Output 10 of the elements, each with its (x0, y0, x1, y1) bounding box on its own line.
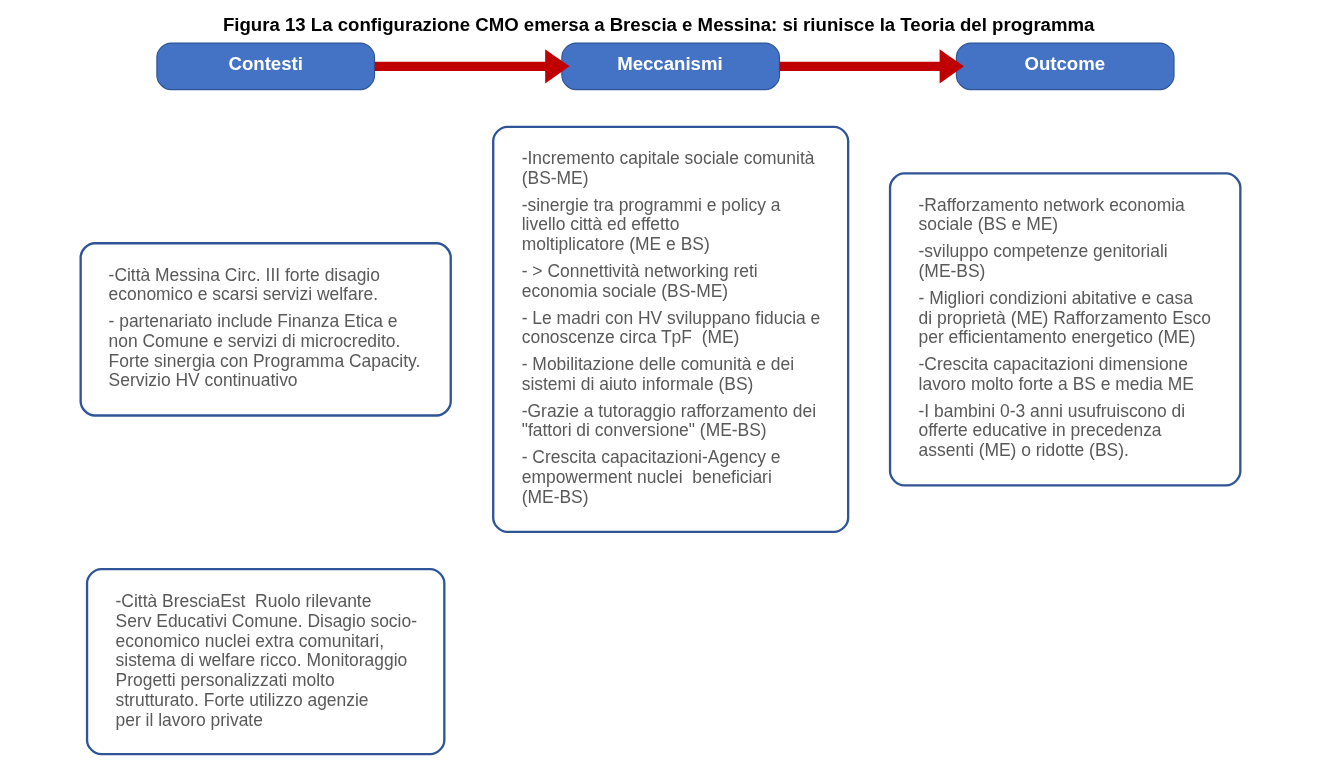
diagram-title: Figura 13 La configurazione CMO emersa a Brescia e Messina: si riunisce la Teoria del programma (222, 14, 1094, 36)
arrow (779, 49, 964, 84)
node-box: -Incremento capitale sociale comunità (BS-ME) -sinergie tra programmi e policy a livello città ed effetto moltiplicatore (ME e BS) - > Connettività networking reti economia sociale (BS-ME) - Le madri con HV sviluppano fiducia e conoscenze circa TpF (ME) - Mobilitazione delle comunità e dei sistemi di aiuto informale (BS) -Grazie a tutoraggio rafforzamento dei "fattori di conversione" (ME-BS) - Crescita capacitazioni-Agency e empowerment nuclei beneficiari (ME-BS) (491, 125, 849, 534)
node-box: Contesti (155, 42, 375, 91)
node-box: -Rafforzamento network economia sociale (BS e ME) -sviluppo competenze genitoriali (ME-BS) - Migliori condizioni abitative e casa di proprietà (ME) Rafforzamento Esco per efficientamento energetico (ME) -Crescita capacitazioni dimensione lavoro molto forte a BS e media ME -I bambini 0-3 anni usufruiscono di offerte educative in precedenza assenti (ME) o ridotte (BS). (888, 172, 1241, 487)
node-box: Meccanismi (560, 42, 780, 91)
node-box: -Città BresciaEst Ruolo rilevante Serv Educativi Comune. Disagio socio- economico nuclei extra comunitari, sistema di welfare ricco. Monitoraggio Progetti personalizzati molto strutturato. Forte utilizzo agenzie per il lavoro private (85, 567, 445, 756)
node-box: -Città Messina Circ. III forte disagio economico e scarsi servizi welfare. - partenariato include Finanza Etica e non Comune e servizi di microcredito. Forte sinergia con Programma Capacity. Servizio HV continuativo (79, 242, 452, 417)
arrow (374, 49, 570, 84)
node-box: Outcome (955, 42, 1175, 91)
